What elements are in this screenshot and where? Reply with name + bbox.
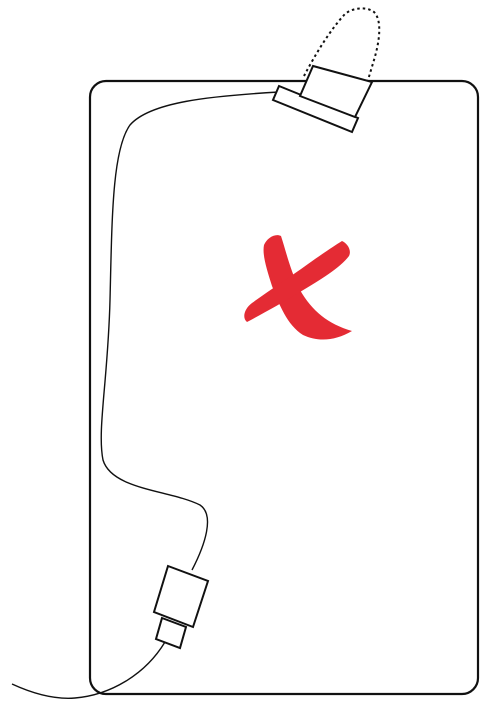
device-outline bbox=[88, 79, 480, 696]
usb-tip bbox=[154, 616, 188, 650]
plug-connector-top bbox=[271, 64, 374, 134]
incorrect-mark-stroke-1 bbox=[263, 235, 352, 340]
plug-cap-dotted bbox=[303, 7, 381, 81]
usb-connector-bottom bbox=[152, 564, 210, 650]
cable-line bbox=[100, 91, 280, 571]
cable-tail bbox=[11, 641, 166, 699]
incorrect-mark-stroke-2 bbox=[244, 241, 350, 322]
incorrect-mark-icon bbox=[244, 235, 352, 340]
usb-body bbox=[152, 564, 210, 629]
plug-head bbox=[298, 64, 374, 119]
